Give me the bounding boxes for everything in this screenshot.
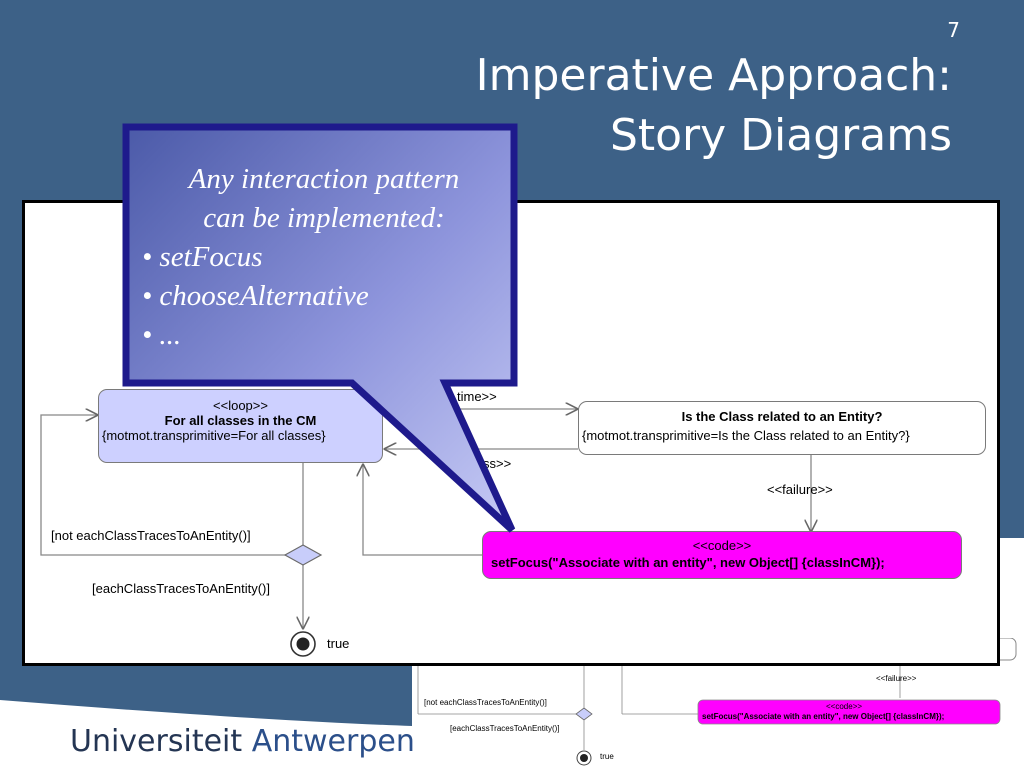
mini-code-stereotype: <<code>>	[826, 702, 863, 711]
guard-each-class: [eachClassTracesToAnEntity()]	[92, 581, 270, 596]
mini-guard-not-label: [not eachClassTracesToAnEntity()]	[424, 698, 547, 707]
callout-line-2: can be implemented:	[203, 202, 445, 234]
slide-title-line-2: Story Diagrams	[609, 110, 952, 161]
callout-line-1: Any interaction pattern	[188, 163, 460, 195]
edge-label-success: ss>>	[483, 456, 512, 471]
check-node: Is the Class related to an Entity? {motm…	[578, 401, 986, 455]
mini-failure-label: <<failure>>	[876, 674, 917, 683]
mini-guard-each-label: [eachClassTracesToAnEntity()]	[450, 724, 560, 733]
check-name: Is the Class related to an Entity?	[681, 409, 883, 424]
loop-node: <<loop>> For all classes in the CM {motm…	[98, 389, 383, 463]
mini-code-body: setFocus("Associate with an entity", new…	[702, 712, 945, 721]
code-node: <<code>> setFocus("Associate with an ent…	[482, 531, 962, 579]
slide-number: 7	[947, 18, 960, 42]
callout-bullet-setfocus: • setFocus	[142, 241, 263, 273]
callout-text: Any interaction pattern can be implement…	[136, 160, 506, 355]
edge-label-each-time: time>>	[457, 389, 497, 404]
loop-stereotype: <<loop>>	[213, 398, 268, 413]
callout-bullet-choosealternative: • chooseAlternative	[142, 280, 369, 312]
brand-word-2: Antwerpen	[251, 724, 415, 759]
final-state-label: true	[327, 636, 350, 651]
mini-final-label: true	[600, 752, 614, 761]
loop-name: For all classes in the CM	[164, 413, 317, 428]
brand-word-1: Universiteit	[70, 724, 243, 759]
edge-label-failure: <<failure>>	[767, 482, 833, 497]
code-body: setFocus("Associate with an entity", new…	[491, 555, 885, 570]
loop-constraint: {motmot.transprimitive=For all classes}	[102, 428, 326, 443]
callout-bullet-ellipsis: • ...	[142, 319, 182, 351]
decision-diamond	[283, 544, 323, 566]
guard-not-each-class: [not eachClassTracesToAnEntity()]	[51, 528, 251, 543]
story-diagram-panel: <<loop>> For all classes in the CM {motm…	[22, 200, 1000, 666]
university-logo-text: Universiteit Antwerpen	[70, 724, 415, 759]
check-constraint: {motmot.transprimitive=Is the Class rela…	[582, 428, 910, 443]
slide-title-line-1: Imperative Approach:	[475, 50, 952, 101]
code-stereotype: <<code>>	[692, 538, 752, 553]
